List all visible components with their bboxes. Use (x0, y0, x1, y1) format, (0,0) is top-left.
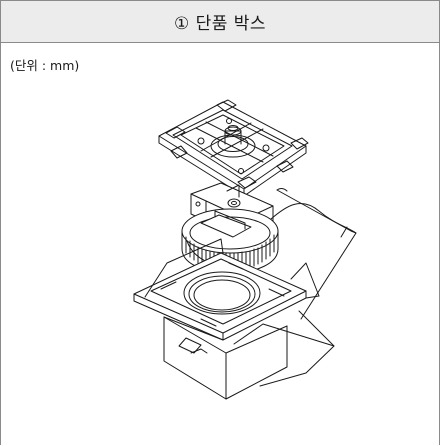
unit-label: (단위 : mm) (10, 58, 80, 73)
product-box-exploded-illustration (121, 93, 361, 403)
cardboard-box (145, 239, 334, 399)
panel-title: ① 단품 박스 (173, 14, 267, 34)
panel-header: ① 단품 박스 (1, 1, 439, 43)
top-mounting-plate (159, 100, 308, 196)
packaging-tray (134, 253, 306, 340)
